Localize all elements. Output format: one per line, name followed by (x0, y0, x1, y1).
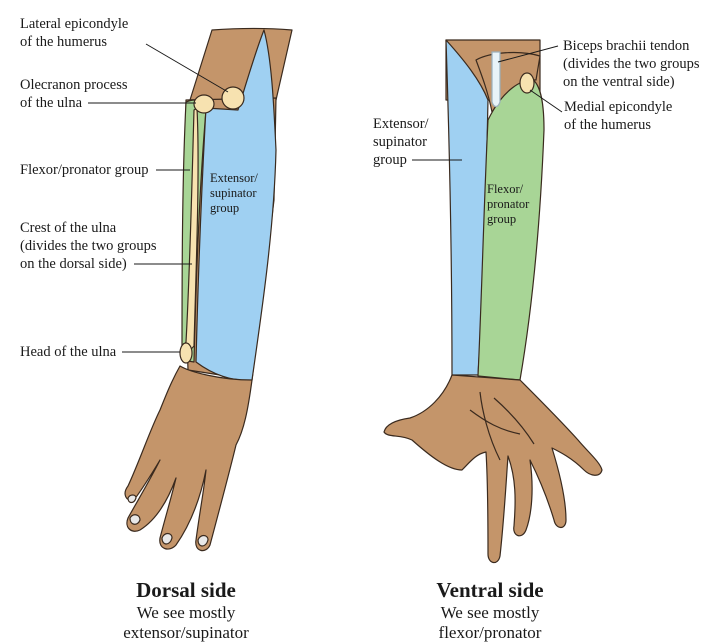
ventral-subtitle: We see mostly flexor/pronator (438, 603, 542, 642)
dorsal-hand (124, 365, 253, 552)
dorsal-arm (124, 27, 293, 552)
label-biceps-brachii-tendon: Biceps brachii tendon (divides the two g… (563, 38, 700, 90)
dorsal-title: Dorsal side (136, 578, 236, 602)
ventral-palm-crease-1 (469, 409, 521, 435)
ventral-biceps-tendon (491, 51, 501, 108)
ventral-arm (383, 39, 603, 564)
dorsal-ulna-head (179, 342, 193, 364)
ventral-medial-epicondyle (519, 72, 535, 94)
label-olecranon-process: Olecranon process of the ulna (20, 77, 128, 111)
dorsal-extensor-group (195, 29, 277, 381)
dorsal-lateral-epicondyle (221, 86, 245, 110)
dorsal-nail-3 (197, 534, 209, 547)
leader-lateral-epicondyle (145, 43, 229, 93)
dorsal-subtitle: We see mostly extensor/supinator (123, 603, 249, 642)
dorsal-olecranon (193, 94, 215, 114)
label-head-of-ulna: Head of the ulna (20, 344, 117, 360)
dorsal-nail-4 (127, 494, 137, 504)
leader-lines (88, 43, 563, 353)
ventral-hand (383, 374, 603, 564)
leader-medial-epicondyle (529, 89, 563, 113)
forearm-illustration (88, 27, 603, 564)
ventral-palm-crease-3 (493, 397, 535, 445)
label-dorsal-extensor-inner: Extensor/ supinator group (210, 171, 258, 215)
label-medial-epicondyle: Medial epicondyle of the humerus (564, 99, 673, 133)
ventral-flexor-group (477, 77, 545, 381)
ventral-title: Ventral side (436, 578, 544, 602)
dorsal-upper-arm-skin (189, 27, 293, 101)
label-extensor-supinator-group: Extensor/ supinator group (373, 116, 429, 168)
label-crest-of-ulna: Crest of the ulna (divides the two group… (20, 220, 157, 272)
diagram-stage: Lateral epicondyle of the humerus Olecra… (20, 16, 700, 642)
ventral-palm-crease-2 (479, 391, 501, 461)
label-lateral-epicondyle: Lateral epicondyle of the humerus (20, 16, 129, 50)
leader-biceps-tendon (497, 45, 559, 63)
dorsal-nail-1 (129, 514, 141, 525)
label-flexor-pronator-group: Flexor/pronator group (20, 162, 149, 178)
dorsal-nail-2 (161, 532, 173, 545)
label-ventral-flexor-inner: Flexor/ pronator group (487, 182, 530, 226)
